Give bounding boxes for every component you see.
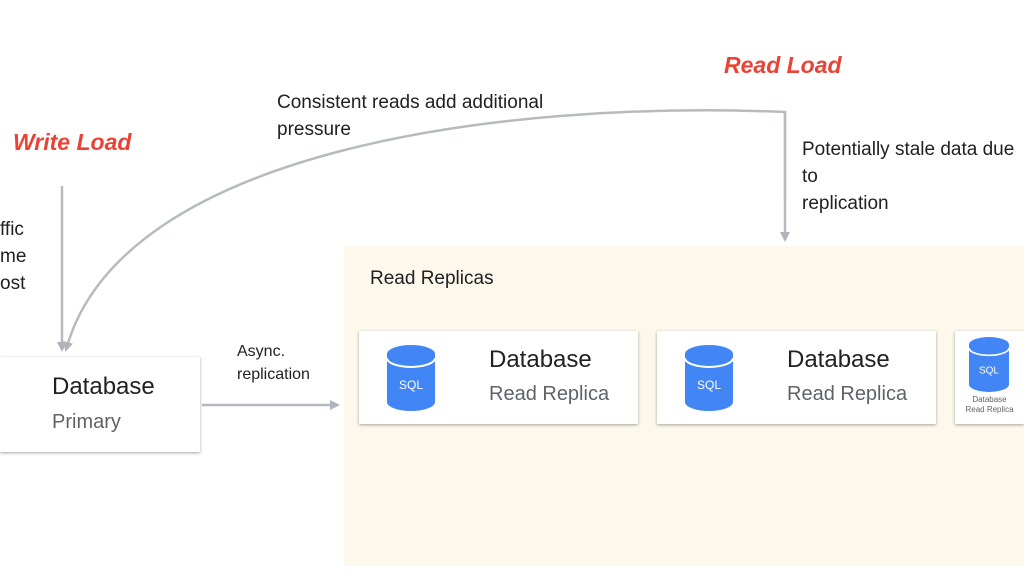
sql-database-icon: SQL xyxy=(387,345,435,411)
primary-database-card: Database Primary xyxy=(0,357,200,452)
primary-subtitle: Primary xyxy=(52,411,121,433)
sql-icon-label: SQL xyxy=(979,366,999,377)
replica-title: Database xyxy=(972,395,1007,404)
replica-title: Database xyxy=(489,346,592,373)
replica-subtitle: Read Replica xyxy=(965,405,1014,414)
read-replica-card: SQL Database Read Replica xyxy=(657,331,936,424)
replica-title: Database xyxy=(787,346,890,373)
sql-icon-label: SQL xyxy=(697,378,721,392)
stale-note-line-1: Potentially stale data due to xyxy=(802,139,1015,187)
sql-icon-label: SQL xyxy=(399,378,423,392)
consistent-note-line-1: Consistent reads add additional xyxy=(277,92,544,113)
read-replica-card: SQL Database Read Replica xyxy=(359,331,638,424)
read-load-label: Read Load xyxy=(724,52,842,78)
replica-subtitle: Read Replica xyxy=(489,383,610,405)
consistent-reads-note: Consistent reads add additional pressure xyxy=(277,89,543,143)
replica-subtitle: Read Replica xyxy=(787,383,908,405)
primary-title: Database xyxy=(52,373,155,400)
sql-database-icon: SQL xyxy=(685,345,733,411)
async-note-line-2: replication xyxy=(237,366,310,383)
read-replicas-title: Read Replicas xyxy=(370,268,494,289)
write-note-line-2: me xyxy=(0,246,27,267)
consistent-read-arrow xyxy=(63,109,787,352)
write-load-label: Write Load xyxy=(13,129,132,155)
write-note-line-3: ost xyxy=(0,273,26,294)
consistent-note-line-2: pressure xyxy=(277,119,351,140)
write-load-note: ffic me ost xyxy=(0,216,26,297)
read-replica-card: SQL Database Read Replica xyxy=(955,331,1024,424)
stale-data-note: Potentially stale data due to replicatio… xyxy=(802,136,1020,217)
stale-note-line-2: replication xyxy=(802,193,889,214)
async-note-line-1: Async. xyxy=(237,343,286,360)
sql-database-icon: SQL xyxy=(969,337,1009,392)
write-note-line-1: ffic xyxy=(0,219,24,240)
async-replication-note: Async. replication xyxy=(237,340,310,386)
